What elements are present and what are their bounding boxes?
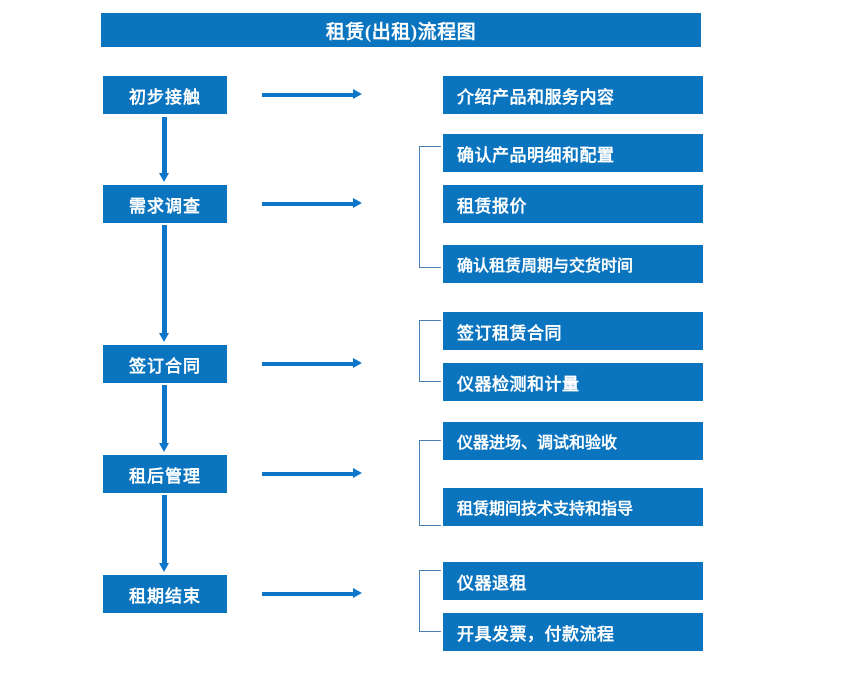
detail-box-intro-products[interactable]: 介绍产品和服务内容 <box>443 76 703 114</box>
detail-box-rental-quote[interactable]: 租赁报价 <box>443 185 703 223</box>
group-bracket-sign-contract <box>419 320 441 382</box>
horizontal-arrow-4 <box>262 468 362 479</box>
horizontal-arrow-1 <box>262 89 362 100</box>
horizontal-arrow-5 <box>262 588 362 599</box>
group-bracket-rental-end <box>419 570 441 632</box>
vertical-arrow-3 <box>159 385 170 452</box>
group-bracket-post-rental <box>419 440 441 526</box>
detail-box-tech-support[interactable]: 租赁期间技术支持和指导 <box>443 488 703 526</box>
detail-box-instrument-entry[interactable]: 仪器进场、调试和验收 <box>443 422 703 460</box>
stage-box-needs-survey[interactable]: 需求调查 <box>103 185 227 223</box>
chart-title: 租赁(出租)流程图 <box>101 13 701 47</box>
stage-box-initial-contact[interactable]: 初步接触 <box>103 76 227 114</box>
vertical-arrow-2 <box>159 225 170 342</box>
detail-box-invoice-payment[interactable]: 开具发票，付款流程 <box>443 613 703 651</box>
stage-box-sign-contract[interactable]: 签订合同 <box>103 345 227 383</box>
vertical-arrow-4 <box>159 495 170 572</box>
stage-box-post-rental[interactable]: 租后管理 <box>103 455 227 493</box>
detail-box-instrument-test[interactable]: 仪器检测和计量 <box>443 363 703 401</box>
detail-box-confirm-spec-config[interactable]: 确认产品明细和配置 <box>443 134 703 172</box>
vertical-arrow-1 <box>159 117 170 182</box>
stage-box-rental-end[interactable]: 租期结束 <box>103 575 227 613</box>
detail-box-instrument-return[interactable]: 仪器退租 <box>443 562 703 600</box>
detail-box-sign-rental-contract[interactable]: 签订租赁合同 <box>443 312 703 350</box>
group-bracket-needs-survey <box>419 146 441 268</box>
detail-box-confirm-period-delivery[interactable]: 确认租赁周期与交货时间 <box>443 245 703 283</box>
horizontal-arrow-2 <box>262 198 362 209</box>
horizontal-arrow-3 <box>262 358 362 369</box>
